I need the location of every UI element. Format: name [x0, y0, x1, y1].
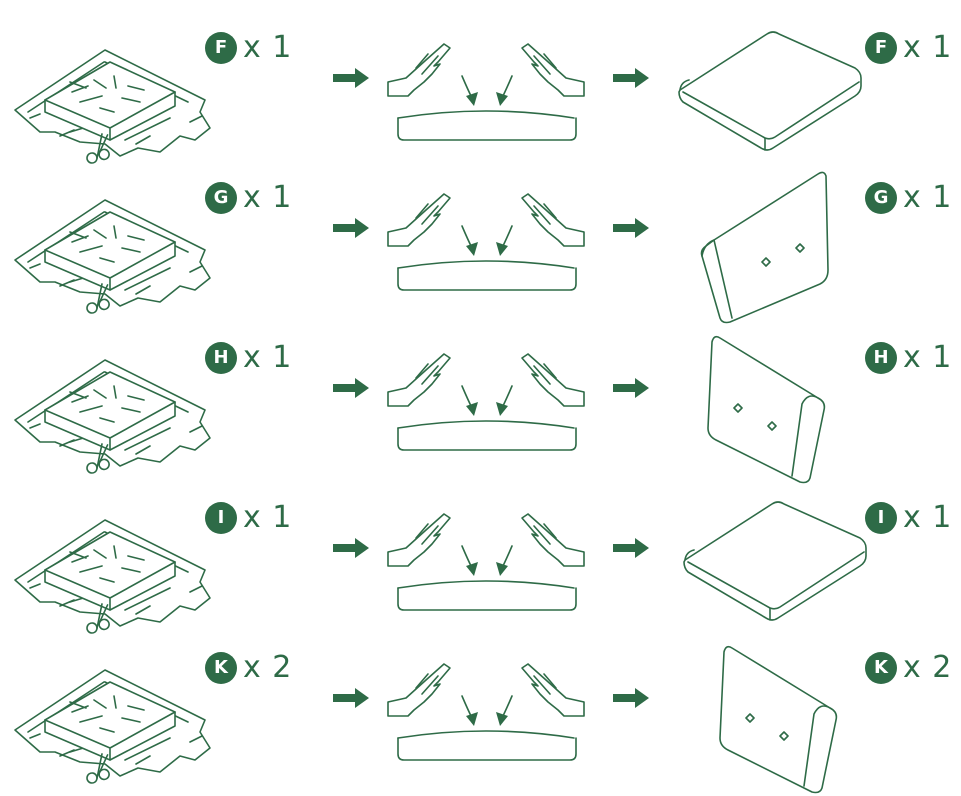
- wrapped-cushion-with-scissors-icon: [14, 199, 211, 314]
- arrow-right-icon: [613, 378, 649, 398]
- part-quantity: x 1: [243, 30, 293, 65]
- part-quantity: x 2: [243, 650, 293, 685]
- back-cushion-icon: [700, 171, 829, 324]
- arrow-right-icon: [613, 688, 649, 708]
- wrapped-cushion-with-scissors-icon: [14, 359, 211, 474]
- part-letter-badge: G: [205, 181, 237, 214]
- arrow-right-icon: [613, 218, 649, 238]
- hands-pressing-cushion-icon: [387, 513, 585, 611]
- back-cushion-icon: [707, 335, 826, 484]
- hands-pressing-cushion-icon: [387, 193, 585, 291]
- hands-pressing-cushion-icon: [387, 43, 585, 141]
- part-letter-badge: H: [865, 341, 897, 374]
- part-quantity: x 1: [903, 500, 953, 535]
- part-letter-badge: K: [865, 651, 897, 684]
- part-letter-badge: I: [205, 501, 237, 534]
- seat-cushion-icon: [678, 31, 862, 151]
- part-letter-badge: G: [865, 181, 897, 214]
- part-quantity: x 1: [243, 340, 293, 375]
- part-letter-badge: K: [205, 651, 237, 684]
- arrow-right-icon: [333, 68, 369, 88]
- part-letter-badge: I: [865, 501, 897, 534]
- hands-pressing-cushion-icon: [387, 663, 585, 761]
- wrapped-cushion-with-scissors-icon: [14, 49, 211, 164]
- arrow-right-icon: [333, 688, 369, 708]
- part-quantity: x 1: [903, 340, 953, 375]
- part-quantity: x 1: [243, 180, 293, 215]
- hands-pressing-cushion-icon: [387, 353, 585, 451]
- arrow-right-icon: [333, 378, 369, 398]
- part-quantity: x 2: [903, 650, 953, 685]
- arrow-right-icon: [613, 68, 649, 88]
- wrapped-cushion-with-scissors-icon: [14, 669, 211, 784]
- arrow-right-icon: [333, 538, 369, 558]
- seat-cushion-icon: [683, 501, 867, 621]
- back-cushion-icon: [719, 645, 838, 794]
- part-quantity: x 1: [243, 500, 293, 535]
- arrow-right-icon: [333, 218, 369, 238]
- arrow-right-icon: [613, 538, 649, 558]
- wrapped-cushion-with-scissors-icon: [14, 519, 211, 634]
- part-quantity: x 1: [903, 180, 953, 215]
- part-letter-badge: H: [205, 341, 237, 374]
- part-quantity: x 1: [903, 30, 953, 65]
- part-letter-badge: F: [865, 31, 897, 64]
- part-letter-badge: F: [205, 31, 237, 64]
